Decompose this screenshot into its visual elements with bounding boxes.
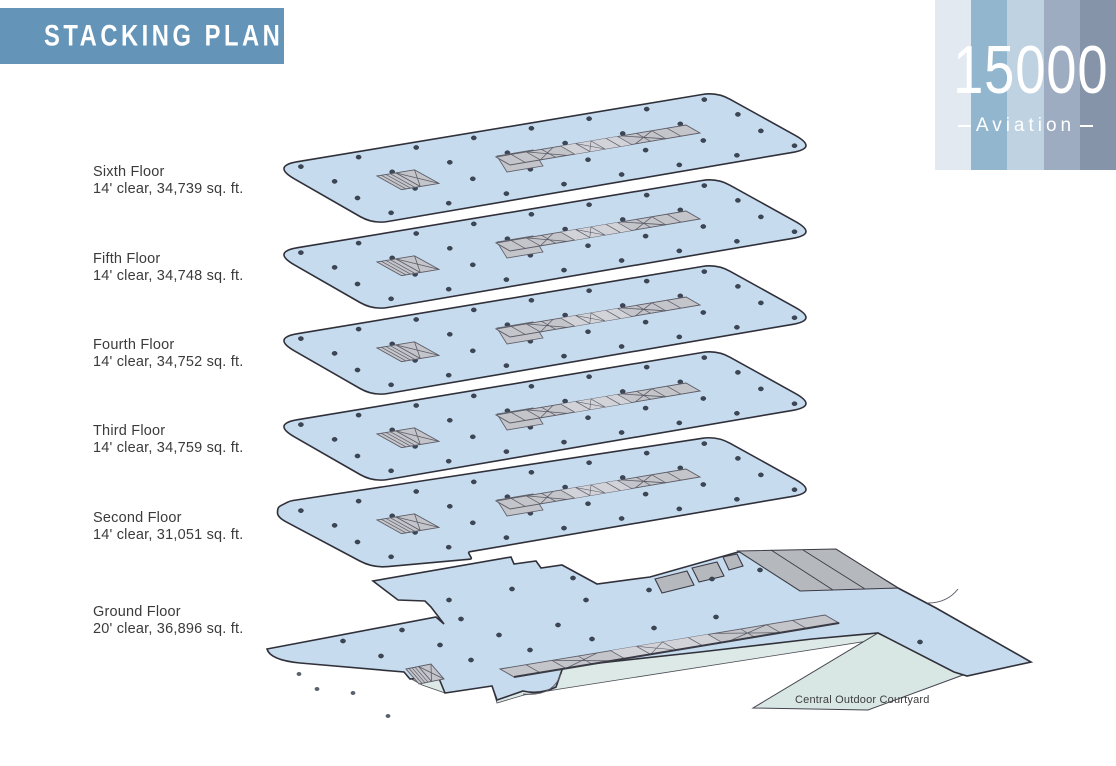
floor-plate-fifth (283, 179, 807, 309)
logo-dash-left (957, 125, 971, 127)
courtyard-annotation: Central Outdoor Courtyard (795, 694, 930, 706)
logo-dash-right (1080, 125, 1094, 127)
floor-name: Second Floor (93, 510, 182, 526)
roof-canopy (654, 548, 900, 594)
ground-columns (340, 567, 923, 663)
floor-label-third: Third Floor 14' clear, 34,759 sq. ft. (93, 423, 283, 457)
floor-specs: 14' clear, 34,748 sq. ft. (93, 268, 244, 284)
logo-stripe-4 (1043, 0, 1080, 170)
floor-name: Ground Floor (93, 604, 181, 620)
site-columns (350, 691, 356, 695)
floor-specs: 14' clear, 34,739 sq. ft. (93, 181, 244, 197)
floor-plate-sixth (283, 93, 807, 223)
floor-plate-third (283, 351, 807, 481)
floor-plate-second (276, 436, 807, 568)
logo-number: 15000 (953, 32, 1109, 108)
floor-plate-fourth (283, 265, 807, 395)
logo-stripe-3 (1007, 0, 1044, 170)
floor-name: Fourth Floor (93, 337, 175, 353)
floor-name: Third Floor (93, 423, 166, 439)
logo-stripe-5 (1079, 0, 1116, 170)
floor-label-fourth: Fourth Floor 14' clear, 34,752 sq. ft. (93, 337, 283, 371)
logo-stripe-1 (935, 0, 972, 170)
floor-label-sixth: Sixth Floor 14' clear, 34,739 sq. ft. (93, 164, 283, 198)
floor-specs: 14' clear, 34,752 sq. ft. (93, 354, 244, 370)
floor-label-ground: Ground Floor 20' clear, 36,896 sq. ft. (93, 604, 283, 638)
site-columns (296, 672, 302, 676)
floor-name: Fifth Floor (93, 251, 161, 267)
site-columns (385, 714, 391, 718)
ground-core (405, 614, 841, 685)
floor-specs: 20' clear, 36,896 sq. ft. (93, 621, 244, 637)
logo-subtitle: Aviation (935, 115, 1116, 137)
floor-specs: 14' clear, 34,759 sq. ft. (93, 440, 244, 456)
logo-name: Aviation (975, 115, 1076, 136)
site-columns (314, 687, 320, 691)
floor-label-fifth: Fifth Floor 14' clear, 34,748 sq. ft. (93, 251, 283, 285)
building-logo: 15000 Aviation (935, 0, 1116, 170)
ground-floor-plate (265, 548, 1034, 718)
title-banner: STACKING PLAN (0, 8, 284, 64)
logo-stripes (935, 0, 1116, 170)
floor-name: Sixth Floor (93, 164, 165, 180)
logo-stripe-2 (971, 0, 1008, 170)
floor-specs: 14' clear, 31,051 sq. ft. (93, 527, 244, 543)
floor-label-second: Second Floor 14' clear, 31,051 sq. ft. (93, 510, 283, 544)
page-title: STACKING PLAN (44, 19, 284, 52)
